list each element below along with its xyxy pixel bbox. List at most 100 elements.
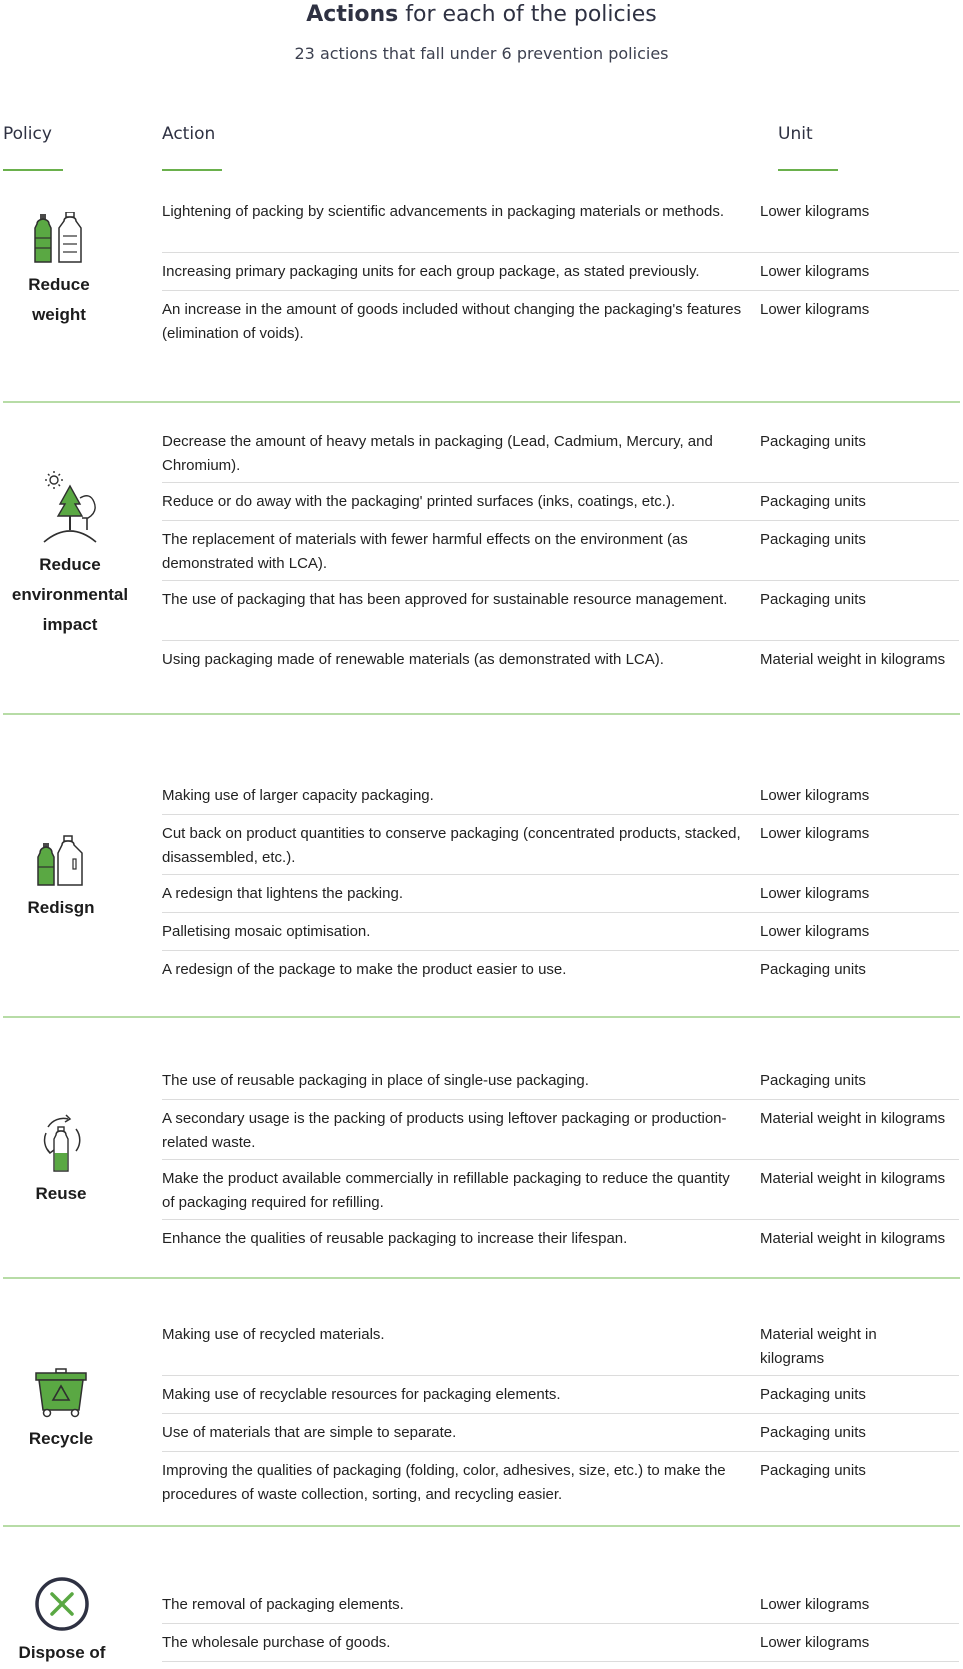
action-text: Lightening of packing by scientific adva… — [162, 203, 724, 220]
group-separator — [3, 713, 960, 715]
action-text: Enhance the qualities of reusable packag… — [162, 1230, 628, 1247]
policy-label-line1: Recycle — [28, 1429, 94, 1448]
policy-label-line1: Dispose of — [18, 1643, 106, 1662]
unit-text: Lower kilograms — [760, 885, 870, 902]
policy-label-line1: Reduce — [28, 275, 90, 294]
reuse-bottle-icon — [43, 1114, 81, 1172]
policy-label-line2: weight — [32, 305, 86, 324]
action-text: Making use of larger capacity packaging. — [162, 787, 434, 804]
column-header-policy-label: Policy — [3, 124, 52, 144]
policy-reduce-environmental-impact: Reduce environmental impact — [0, 470, 140, 640]
unit-text: Packaging units — [760, 493, 866, 510]
action-text: The replacement of materials with fewer … — [162, 531, 688, 572]
unit-text: Lower kilograms — [760, 1596, 870, 1613]
unit-text: Material weight in kilograms — [760, 1110, 946, 1127]
page-title: Actions for each of the policies — [0, 2, 963, 27]
column-header-unit: Unit — [778, 124, 838, 171]
page-subtitle: 23 actions that fall under 6 prevention … — [294, 44, 669, 63]
table-row: The use of packaging that has been appro… — [162, 580, 959, 641]
table-row: Cut back on product quantities to conser… — [162, 814, 959, 875]
policy-recycle: Recycle — [0, 1368, 122, 1454]
action-text: The removal of packaging elements. — [162, 1596, 404, 1613]
policy-redesign: Redisgn — [0, 835, 122, 923]
unit-text: Packaging units — [760, 1424, 866, 1441]
table-row: A secondary usage is the packing of prod… — [162, 1099, 959, 1160]
table-row: Making use of larger capacity packaging.… — [162, 776, 959, 815]
unit-text: Material weight in kilograms — [760, 1230, 946, 1247]
action-text: A redesign of the package to make the pr… — [162, 961, 567, 978]
bottles-icon — [34, 212, 82, 263]
table-row: Palletising mosaic optimisation. Lower k… — [162, 912, 959, 951]
action-text: Reduce or do away with the packaging' pr… — [162, 493, 676, 510]
action-text: The wholesale purchase of goods. — [162, 1634, 391, 1651]
group-separator — [3, 401, 960, 403]
table-row: Use of materials that are simple to sepa… — [162, 1413, 959, 1452]
action-text: A secondary usage is the packing of prod… — [162, 1110, 727, 1151]
action-text: Use of materials that are simple to sepa… — [162, 1424, 457, 1441]
column-underline — [778, 169, 838, 171]
dispose-x-icon — [35, 1577, 89, 1631]
action-text: Increasing primary packaging units for e… — [162, 263, 700, 280]
unit-text: Packaging units — [760, 1072, 866, 1089]
unit-text: Lower kilograms — [760, 1634, 870, 1651]
action-text: An increase in the amount of goods inclu… — [162, 301, 742, 342]
unit-text: Packaging units — [760, 591, 866, 608]
unit-text: Lower kilograms — [760, 301, 870, 318]
column-header-unit-label: Unit — [778, 124, 813, 144]
group-separator — [3, 1525, 960, 1527]
unit-text: Lower kilograms — [760, 203, 870, 220]
table-row: Lightening of packing by scientific adva… — [162, 192, 959, 253]
action-text: Making use of recyclable resources for p… — [162, 1386, 561, 1403]
unit-text: Lower kilograms — [760, 787, 870, 804]
table-row: Using packaging made of renewable materi… — [162, 640, 959, 680]
table-row: A redesign that lightens the packing. Lo… — [162, 874, 959, 913]
table-row: Making use of recyclable resources for p… — [162, 1375, 959, 1414]
policy-dispose-of: Dispose of — [0, 1576, 124, 1668]
action-text: Palletising mosaic optimisation. — [162, 923, 371, 940]
policy-label-line1: Reduce — [39, 555, 101, 574]
table-row: An increase in the amount of goods inclu… — [162, 290, 959, 350]
action-text: Decrease the amount of heavy metals in p… — [162, 433, 713, 474]
table-row: Increasing primary packaging units for e… — [162, 252, 959, 291]
unit-text: Packaging units — [760, 961, 866, 978]
table-row: Reduce or do away with the packaging' pr… — [162, 482, 959, 521]
action-text: Make the product available commercially … — [162, 1170, 730, 1211]
action-text: The use of reusable packaging in place o… — [162, 1072, 589, 1089]
unit-text: Packaging units — [760, 433, 866, 450]
table-row: Decrease the amount of heavy metals in p… — [162, 422, 959, 483]
recycle-bin-icon — [35, 1368, 87, 1418]
column-underline — [162, 169, 222, 171]
action-text: Cut back on product quantities to conser… — [162, 825, 741, 866]
unit-text: Material weight in kilograms — [760, 651, 946, 668]
action-text: Making use of recycled materials. — [162, 1326, 385, 1343]
title-bold: Actions — [306, 2, 399, 27]
table-row: Making use of recycled materials. Materi… — [162, 1315, 959, 1376]
unit-text: Packaging units — [760, 531, 866, 548]
table-row: The use of reusable packaging in place o… — [162, 1061, 959, 1100]
table-row: Improving the qualities of packaging (fo… — [162, 1451, 959, 1511]
unit-text: Lower kilograms — [760, 825, 870, 842]
unit-text: Material weight in kilograms — [760, 1326, 877, 1367]
action-text: Using packaging made of renewable materi… — [162, 651, 664, 668]
table-row: The replacement of materials with fewer … — [162, 520, 959, 581]
group-separator — [3, 1016, 960, 1018]
unit-text: Material weight in kilograms — [760, 1170, 946, 1187]
action-text: A redesign that lightens the packing. — [162, 885, 403, 902]
policy-label-line1: Redisgn — [27, 898, 95, 917]
policy-label-line3: impact — [42, 615, 98, 634]
action-text: Improving the qualities of packaging (fo… — [162, 1462, 726, 1503]
column-header-action: Action — [162, 124, 222, 171]
table-row: Make the product available commercially … — [162, 1159, 959, 1220]
unit-text: Lower kilograms — [760, 263, 870, 280]
column-underline — [3, 169, 63, 171]
policy-label-line1: Reuse — [35, 1184, 87, 1203]
table-row: The removal of packaging elements. Lower… — [162, 1585, 959, 1624]
table-row: Enhance the qualities of reusable packag… — [162, 1219, 959, 1259]
column-header-action-label: Action — [162, 124, 216, 144]
policy-reuse: Reuse — [0, 1113, 122, 1209]
unit-text: Packaging units — [760, 1386, 866, 1403]
redesign-bottles-icon — [37, 835, 83, 886]
action-text: The use of packaging that has been appro… — [162, 591, 728, 608]
column-header-policy: Policy — [3, 124, 63, 171]
table-row: A redesign of the package to make the pr… — [162, 950, 959, 990]
